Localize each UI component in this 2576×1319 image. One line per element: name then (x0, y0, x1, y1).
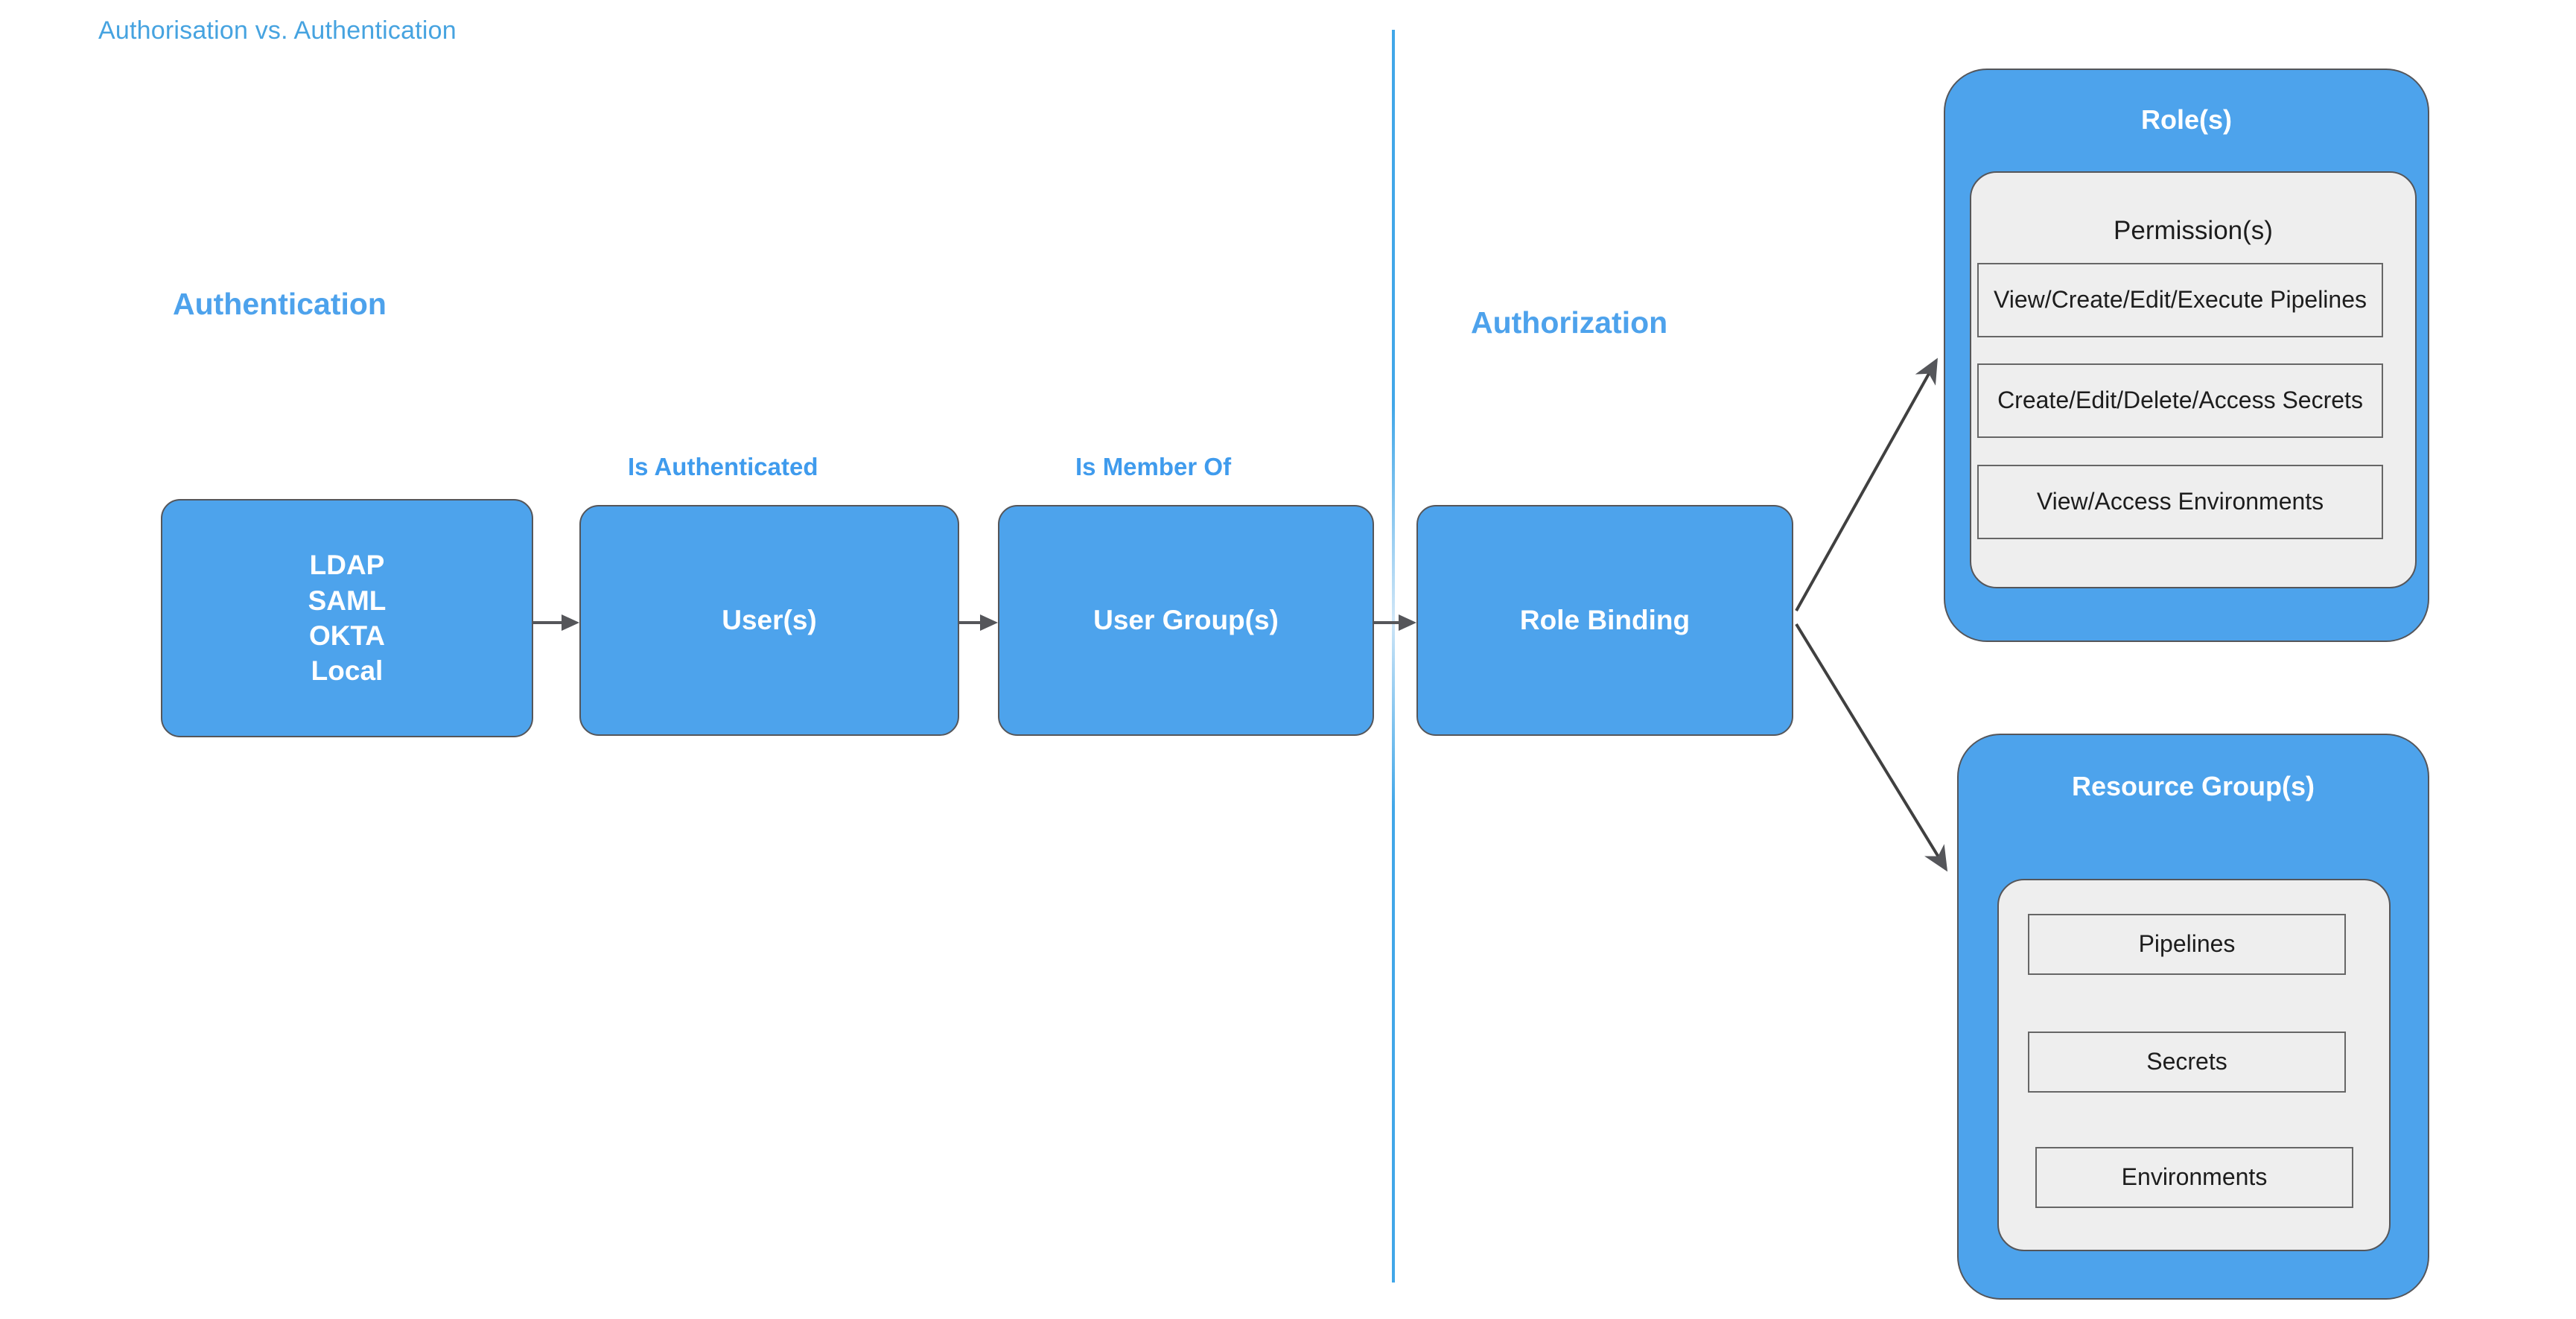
node-role-binding[interactable]: Role Binding (1416, 505, 1793, 736)
section-divider (1392, 30, 1395, 1283)
arrow-head (1399, 614, 1416, 631)
arrow-shaft (533, 621, 563, 624)
arrow-head (980, 614, 998, 631)
resource-item[interactable]: Environments (2035, 1147, 2353, 1208)
node-user-groups[interactable]: User Group(s) (998, 505, 1374, 736)
panel-resource-groups-title: Resource Group(s) (2071, 771, 2315, 801)
arrow-users-to-groups (959, 614, 998, 631)
node-identity-providers[interactable]: LDAP SAML OKTA Local (161, 499, 533, 737)
node-users[interactable]: User(s) (579, 505, 959, 736)
panel-roles-title: Role(s) (2140, 104, 2232, 135)
arrow-providers-to-users (533, 614, 579, 631)
permission-item[interactable]: Create/Edit/Delete/Access Secrets (1977, 363, 2383, 438)
arrow-shaft (959, 621, 982, 624)
page-title: Authorisation vs. Authentication (98, 16, 457, 45)
node-role-binding-label: Role Binding (1519, 605, 1691, 636)
authorization-heading: Authorization (1471, 305, 1668, 340)
resource-item[interactable]: Secrets (2028, 1032, 2346, 1093)
edge-label-is-authenticated: Is Authenticated (628, 453, 818, 480)
identity-provider-okta: OKTA (308, 620, 386, 651)
permission-item[interactable]: View/Access Environments (1977, 465, 2383, 539)
identity-provider-saml: SAML (308, 585, 387, 616)
identity-provider-list: LDAP SAML OKTA Local (308, 547, 387, 688)
node-user-groups-label: User Group(s) (1093, 605, 1279, 636)
arrow-role-binding-to-resource-groups (1795, 623, 1948, 872)
arrow-head (562, 614, 579, 631)
arrow-role-binding-to-roles (1795, 357, 1938, 611)
permissions-title: Permission(s) (2114, 216, 2273, 245)
authentication-heading: Authentication (173, 287, 387, 321)
arrow-groups-to-binding (1374, 614, 1416, 631)
arrow-shaft (1374, 621, 1400, 624)
identity-provider-ldap: LDAP (309, 550, 385, 581)
edge-label-is-member-of: Is Member Of (1075, 453, 1232, 480)
permission-item[interactable]: View/Create/Edit/Execute Pipelines (1977, 263, 2383, 337)
resource-item[interactable]: Pipelines (2028, 914, 2346, 975)
node-users-label: User(s) (722, 605, 817, 636)
identity-provider-local: Local (311, 655, 384, 687)
